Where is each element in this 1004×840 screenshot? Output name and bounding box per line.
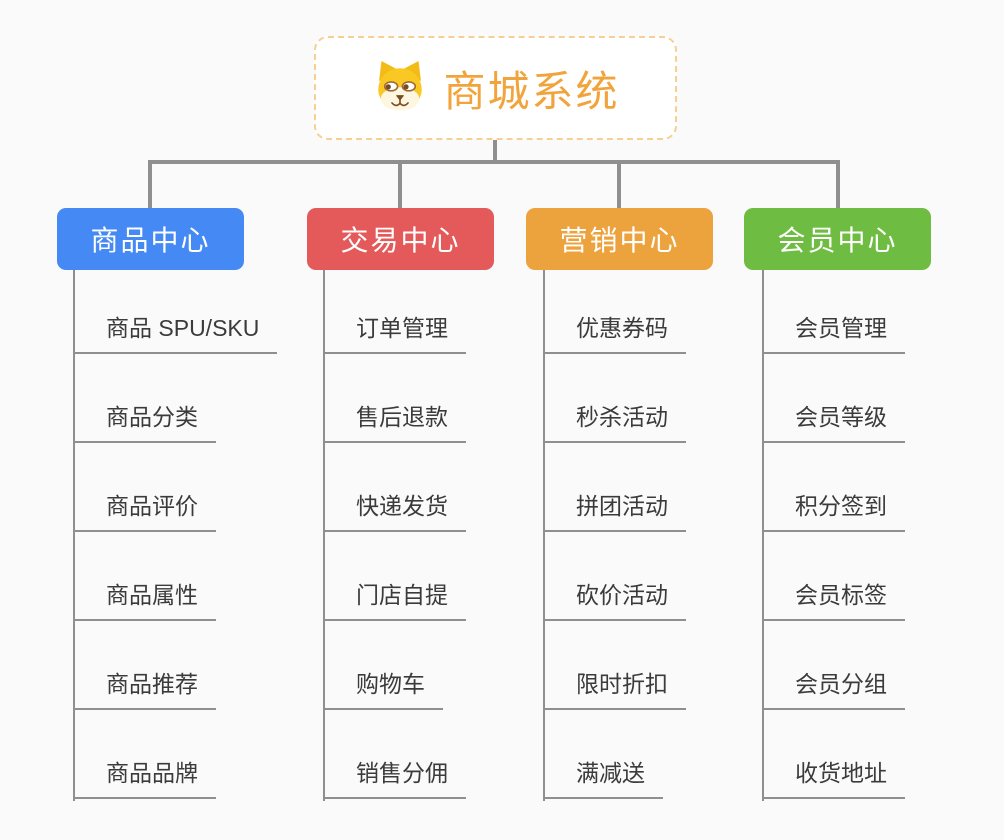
connector-root-stub — [493, 140, 497, 162]
connector-drop-marketing — [617, 160, 621, 208]
leaf-node-points-checkin[interactable]: 积分签到 — [762, 491, 905, 532]
leaf-node-sales-commission[interactable]: 销售分佣 — [323, 758, 466, 799]
leaf-node-product-recommend[interactable]: 商品推荐 — [73, 669, 216, 710]
spine-product-center — [73, 270, 75, 801]
leaf-node-shipping-address[interactable]: 收货地址 — [762, 758, 905, 799]
leaf-node-member-management[interactable]: 会员管理 — [762, 313, 905, 354]
leaf-node-express-shipping[interactable]: 快递发货 — [323, 491, 466, 532]
leaf-node-time-limited-discount[interactable]: 限时折扣 — [543, 669, 686, 710]
leaf-node-member-tag[interactable]: 会员标签 — [762, 580, 905, 621]
branch-node-member-center[interactable]: 会员中心 — [744, 208, 931, 270]
leaf-node-member-group[interactable]: 会员分组 — [762, 669, 905, 710]
leaf-node-shopping-cart[interactable]: 购物车 — [323, 669, 443, 710]
leaf-node-product-spu-sku[interactable]: 商品 SPU/SKU — [73, 313, 278, 354]
leaf-node-spend-and-save[interactable]: 满减送 — [543, 758, 663, 799]
leaf-node-product-review[interactable]: 商品评价 — [73, 491, 216, 532]
leaf-node-product-brand[interactable]: 商品品牌 — [73, 758, 216, 799]
connector-drop-product — [148, 160, 152, 208]
leaf-node-product-attribute[interactable]: 商品属性 — [73, 580, 216, 621]
spine-marketing-center — [543, 270, 545, 801]
branch-node-product-center[interactable]: 商品中心 — [57, 208, 244, 270]
root-title: 商城系统 — [443, 67, 620, 115]
connector-horizontal-bar — [148, 160, 840, 164]
leaf-node-order-management[interactable]: 订单管理 — [323, 313, 466, 354]
spine-member-center — [762, 270, 764, 801]
leaf-node-group-buy[interactable]: 拼团活动 — [543, 491, 686, 532]
leaf-node-store-pickup[interactable]: 门店自提 — [323, 580, 466, 621]
spine-trade-center — [323, 270, 325, 801]
branch-node-trade-center[interactable]: 交易中心 — [307, 208, 494, 270]
leaf-node-coupon-code[interactable]: 优惠券码 — [543, 313, 686, 354]
leaf-node-aftersale-refund[interactable]: 售后退款 — [323, 402, 466, 443]
root-node-mall-system[interactable]: 商城系统 — [314, 36, 677, 140]
branch-node-marketing-center[interactable]: 营销中心 — [526, 208, 713, 270]
connector-drop-trade — [398, 160, 402, 208]
connector-drop-member — [836, 160, 840, 208]
leaf-node-member-level[interactable]: 会员等级 — [762, 402, 905, 443]
leaf-node-flash-sale[interactable]: 秒杀活动 — [543, 402, 686, 443]
leaf-node-bargain-activity[interactable]: 砍价活动 — [543, 580, 686, 621]
shiba-dog-icon — [371, 59, 429, 118]
leaf-node-product-category[interactable]: 商品分类 — [73, 402, 216, 443]
